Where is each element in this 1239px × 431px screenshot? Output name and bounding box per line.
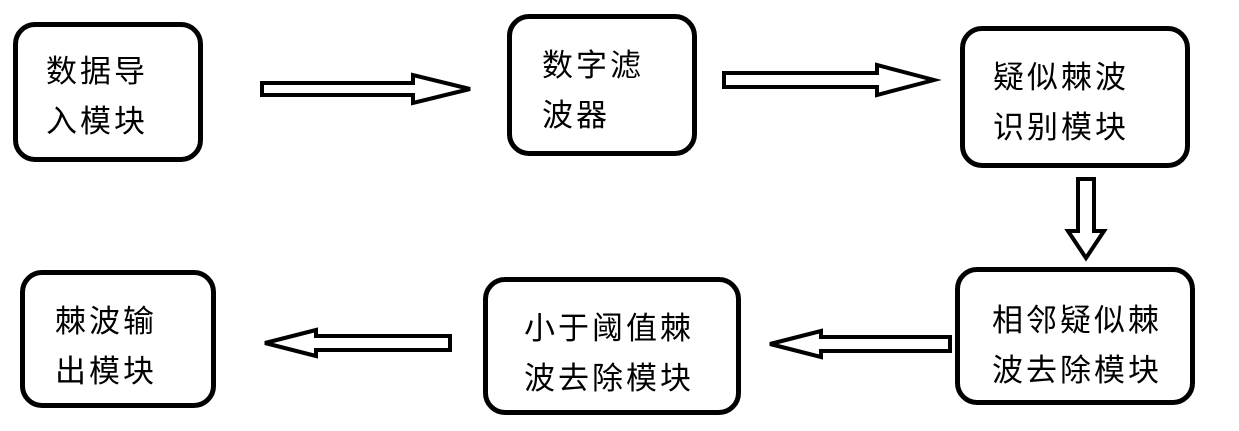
arrow-identification-to-adjacent [1068,179,1104,258]
arrow-import-to-filter [262,75,470,103]
arrow-adjacent-to-threshold [770,331,950,357]
arrow-threshold-to-output [265,330,450,356]
arrow-filter-to-identification [724,65,934,95]
